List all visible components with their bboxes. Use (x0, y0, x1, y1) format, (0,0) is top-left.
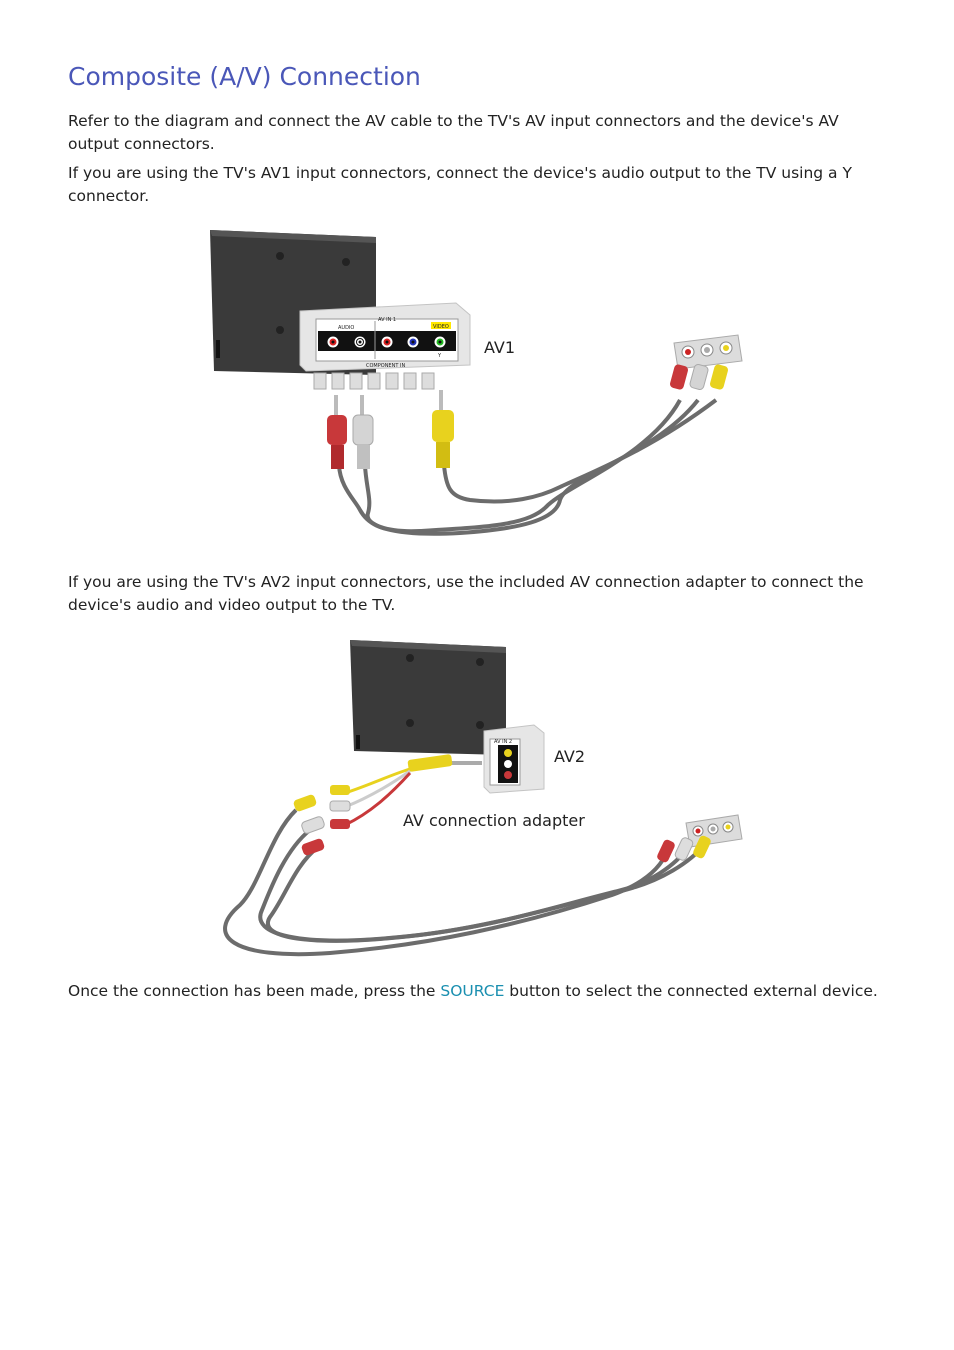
panel-component-label: COMPONENT IN (366, 363, 405, 369)
av-cable (337, 398, 718, 536)
adapter-top-label: AV IN 2 (494, 739, 512, 745)
source-text-before: Once the connection has been made, press… (68, 982, 441, 1000)
av2-connection-diagram: AV IN 2 (223, 640, 743, 957)
source-paragraph: Once the connection has been made, press… (68, 980, 890, 1003)
rca-plugs-device-side (657, 835, 711, 863)
av-in-2-jack-box: AV IN 2 (483, 724, 545, 794)
page-title: Composite (A/V) Connection (68, 62, 421, 91)
panel-y-label: Y (437, 353, 442, 359)
tv-back-illustration (350, 640, 506, 755)
av2-paragraph: If you are using the TV's AV2 input conn… (68, 573, 864, 614)
av1-label: AV1 (484, 338, 516, 357)
av-connection-adapter-label: AV connection adapter (403, 811, 585, 830)
source-keyword: SOURCE (440, 982, 505, 1000)
av1-connection-diagram: AV IN 1 AUDIO VIDEO COMPONENT IN Y (210, 230, 743, 536)
rca-plugs-left (293, 794, 325, 856)
rca-plugs-device-side (670, 363, 728, 391)
device-av-output-jacks (685, 814, 743, 848)
device-av-output-jacks (673, 334, 743, 370)
panel-audio-label: AUDIO (338, 325, 354, 331)
intro-paragraph: Refer to the diagram and connect the AV … (68, 112, 839, 153)
panel-video-label: VIDEO (433, 324, 449, 330)
av-in-1-panel: AV IN 1 AUDIO VIDEO COMPONENT IN Y (299, 302, 471, 390)
rca-plugs-tv-side (327, 390, 454, 469)
av1-paragraph: If you are using the TV's AV1 input conn… (68, 164, 852, 205)
av-cable (223, 808, 708, 957)
panel-top-label: AV IN 1 (378, 317, 396, 323)
av-connection-adapter (329, 754, 482, 829)
source-text-after: button to select the connected external … (504, 982, 878, 1000)
av2-label: AV2 (554, 747, 586, 766)
